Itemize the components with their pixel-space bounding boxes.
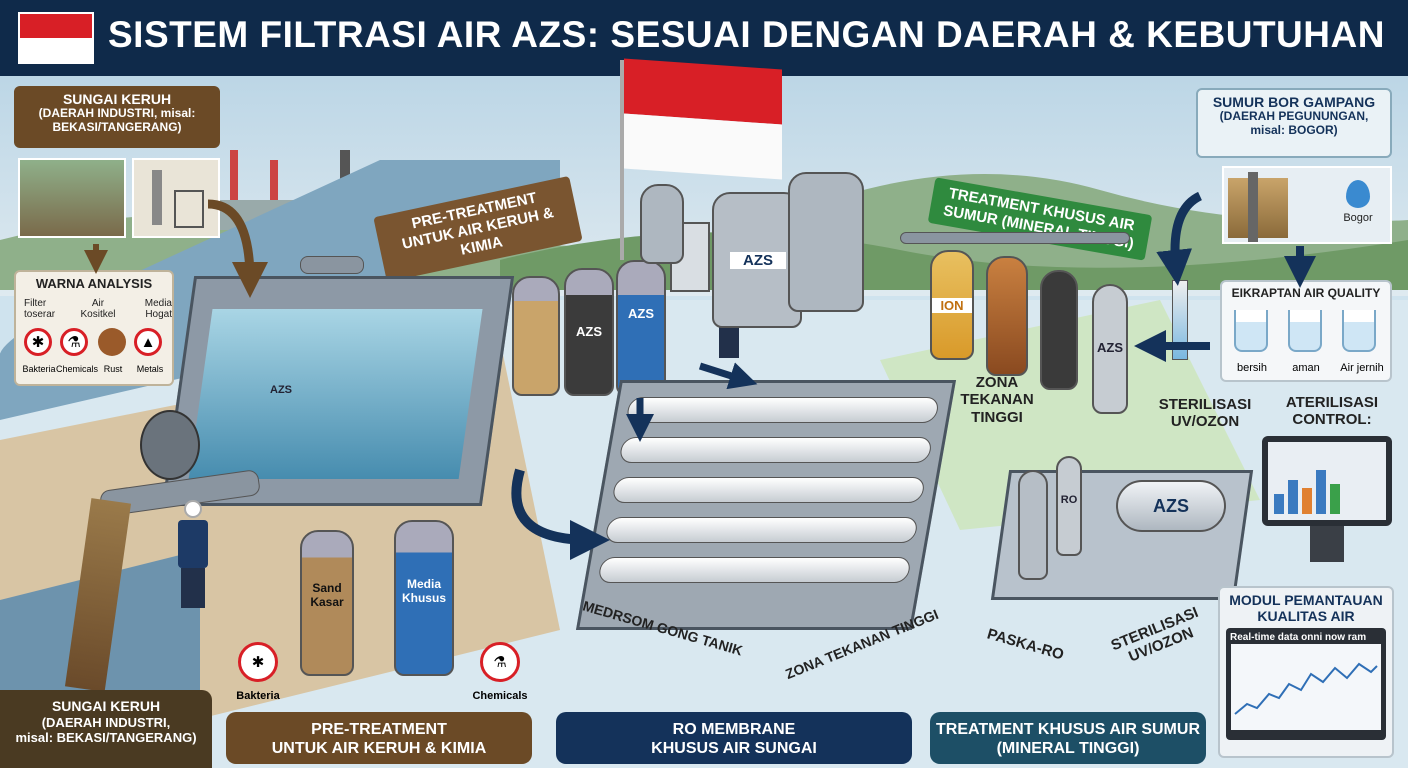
zona-tekanan-tinggi-label: ZONA TEKANAN TINGGI [960,374,1034,426]
worker-figure [178,500,208,610]
ion-tank-label: ION [932,298,972,313]
pump-motor [140,410,200,480]
media-filter-label: Media Khusus [401,577,446,605]
analysis-label-rust: Rust [103,364,123,374]
flag-pole [620,60,624,260]
analysis-label-metals: Metals [136,364,164,374]
analysis-col-air: Air Kositkel [80,298,116,320]
control-monitor-screen [1268,442,1386,520]
uv-reactor: AZS [1116,480,1226,532]
analysis-panel: WARNA ANALYSIS Filter toserar Air Kositk… [14,270,174,386]
filter-tank-2-label: AZS [576,324,602,339]
bottom-box-well-line1: TREATMENT KHUSUS AIR SUMUR [936,721,1200,738]
treatment-header-pipe [900,232,1130,244]
storage-tank-2 [788,172,864,312]
filter-tank-2: AZS [564,268,614,396]
bacteria-warning-icon: ✱ [238,642,278,682]
arrow-pretreat-to-ro [698,362,758,390]
analysis-title: WARNA ANALYSIS [35,276,153,291]
bottom-box-ro-line2: KHUSUS AIR SUNGAI [651,740,817,758]
uv-reactor-label: AZS [1153,496,1189,516]
monitoring-screen: Real-time data onni now ram [1226,628,1386,741]
glass-label-1: bersih [1237,362,1267,374]
bottom-box-pretreatment-line2: UNTUK AIR KERUH & KIMIA [271,740,487,758]
sand-filter: Sand Kasar [300,530,354,676]
air-quality-title: EIKRAPTAN AIR QUALITY [1231,286,1381,300]
filter-tank-3-label: AZS [628,306,654,321]
analysis-label-chemicals: Chemicals [56,364,99,374]
well-region-line1: SUMUR BOR GAMPANG [1212,94,1376,110]
bottom-box-well-line2: (MINERAL TINGGI) [996,740,1140,758]
intake-diagram-image [132,158,220,238]
carbon-tank [1040,270,1078,390]
arrow-intake [207,199,268,298]
filter-tank-3: AZS [616,260,666,396]
monitoring-line-graph [1231,643,1381,730]
monitoring-title-2: KUALITAS AIR [1257,608,1355,625]
glass-icon-1 [1234,310,1268,352]
filter-icon-right-label: Chemicals [472,690,528,702]
glass-label-3: Air jernih [1340,362,1384,374]
chemical-icon: ⚗ [60,328,88,356]
aterilisasi-control-label: ATERILISASI CONTROL: [1285,394,1379,429]
bottom-box-ro-line1: RO MEMBRANE [672,721,796,738]
air-quality-panel: EIKRAPTAN AIR QUALITY bersih aman Air je… [1220,280,1392,382]
bacteria-icon: ✱ [24,328,52,356]
analysis-label-bacteria: Bakteria [22,364,56,374]
sand-filter-label: Sand Kasar [310,581,344,609]
well-diagram: Bogor [1222,166,1392,244]
analysis-col-filter: Filter toserar [24,298,56,320]
well-place-label: Bogor [1343,212,1373,224]
media-filter: Media Khusus [394,520,454,676]
filter-icon-left-label: Bakteria [236,690,280,702]
bottom-box-river-line1: SUNGAI KERUH [51,698,161,714]
polish-tank: AZS [1092,284,1128,414]
muddy-river-photo [18,158,126,238]
arrow-from-well [1156,191,1203,286]
monitoring-caption: Real-time data onni now ram [1230,632,1367,644]
page-title: SISTEM FILTRASI AIR AZS: SESUAI DENGAN D… [108,14,1385,55]
bottom-box-ro-membrane: RO MEMBRANE KHUSUS AIR SUNGAI [556,712,912,764]
metal-icon: ▲ [134,328,162,356]
rust-icon [98,328,126,356]
mineral-tank [986,256,1028,376]
glass-label-2: aman [1292,362,1320,374]
filter-tank-1 [512,276,560,396]
chemical-warning-icon: ⚗ [480,642,520,682]
indonesia-flag-icon [18,12,94,64]
river-region-line3: BEKASI/TANGERANG) [52,119,182,134]
control-monitor [1262,436,1392,526]
sterilisasi-top-label: STERILISASI UV/OZON [1158,396,1252,431]
analysis-col-media: Media Hogat [144,298,172,320]
bottom-box-well-treatment: TREATMENT KHUSUS AIR SUMUR (MINERAL TING… [930,712,1206,764]
glass-icon-2 [1288,310,1322,352]
bottom-box-pretreatment-line1: PRE-TREATMENT [311,721,447,738]
monitoring-module: MODUL PEMANTAUAN KUALITAS AIR Real-time … [1218,586,1394,758]
post-ro-pump [1018,470,1048,580]
tank-azs-mark: AZS [270,384,292,396]
monitor-stand [1310,526,1344,562]
ion-tank: ION [930,250,974,360]
river-region-line1: SUNGAI KERUH [62,91,172,107]
monitoring-title-1: MODUL PEMANTAUAN [1229,592,1383,608]
river-region-label: SUNGAI KERUH (DAERAH INDUSTRI, misal: BE… [14,86,220,148]
storage-tank-3 [640,184,684,264]
polish-tank-label: AZS [1097,340,1123,355]
storage-tank-1-label: AZS [730,252,786,269]
inlet-pipe [300,256,364,274]
river-region-line2: (DAERAH INDUSTRI, misal: [38,106,196,121]
bottom-box-river-line3: misal: BEKASI/TANGERANG) [15,730,197,746]
arrow-to-ro [511,468,610,560]
glass-icon-3 [1342,310,1376,352]
bottom-box-pretreatment: PRE-TREATMENT UNTUK AIR KERUH & KIMIA [226,712,532,764]
bottom-box-river: SUNGAI KERUH (DAERAH INDUSTRI, misal: BE… [0,690,212,768]
ro-vessel-label: RO [1060,494,1078,506]
ro-vessel: RO [1056,456,1082,556]
well-region-label: SUMUR BOR GAMPANG (DAERAH PEGUNUNGAN, mi… [1196,88,1392,158]
bottom-box-river-line2: (DAERAH INDUSTRI, [41,714,171,730]
well-region-line3: misal: BOGOR) [1250,122,1338,137]
water-drop-icon [1346,180,1370,208]
well-region-line2: (DAERAH PEGUNUNGAN, [1219,109,1369,124]
